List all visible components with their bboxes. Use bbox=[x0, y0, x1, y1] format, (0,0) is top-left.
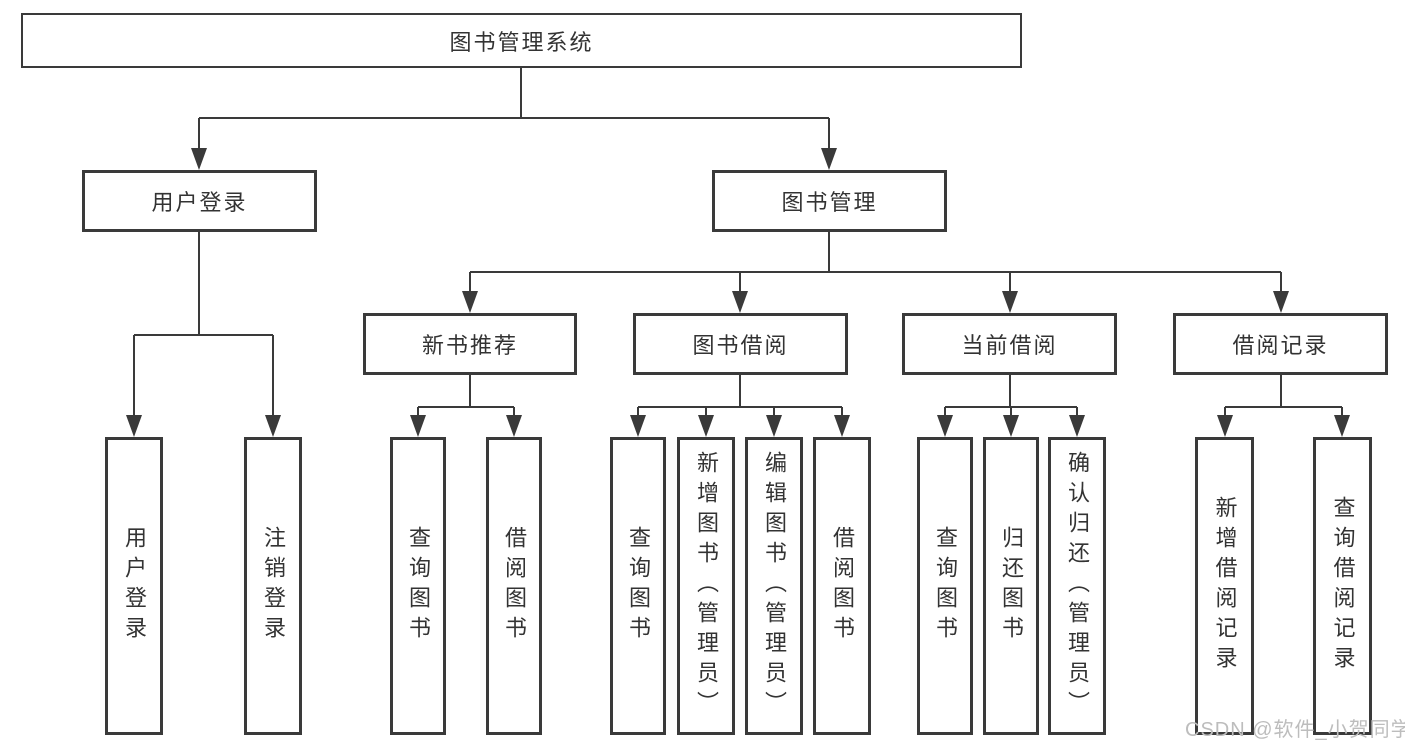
arrowheads bbox=[126, 148, 1350, 437]
leaf-edit-book-admin: 编辑图书（管理员） bbox=[745, 437, 803, 735]
node-label: 借阅记录 bbox=[1232, 333, 1329, 358]
leaf-label: 新增借阅记录 bbox=[1212, 496, 1238, 676]
leaf-add-book-admin: 新增图书（管理员） bbox=[677, 437, 735, 735]
csdn-watermark: CSDN @软件_小贺同学 bbox=[1185, 719, 1405, 741]
leaf-label: 查询借阅记录 bbox=[1330, 496, 1356, 676]
node-book-management: 图书管理 bbox=[712, 170, 947, 232]
leaf-query-books-recommend: 查询图书 bbox=[390, 437, 446, 735]
leaf-label: 新增图书（管理员） bbox=[694, 451, 719, 721]
leaf-query-books-current: 查询图书 bbox=[917, 437, 973, 735]
node-borrow-records: 借阅记录 bbox=[1173, 313, 1388, 375]
node-root: 图书管理系统 bbox=[21, 13, 1022, 68]
node-new-book-recommend: 新书推荐 bbox=[363, 313, 577, 375]
node-label: 图书借阅 bbox=[692, 333, 789, 358]
node-label: 当前借阅 bbox=[961, 333, 1058, 358]
leaf-return-book: 归还图书 bbox=[983, 437, 1039, 735]
leaf-logout: 注销登录 bbox=[244, 437, 302, 735]
leaf-label: 用户登录 bbox=[122, 526, 147, 646]
leaf-query-borrow-record: 查询借阅记录 bbox=[1313, 437, 1372, 735]
node-label: 用户登录 bbox=[151, 190, 248, 215]
leaf-user-login: 用户登录 bbox=[105, 437, 163, 735]
leaf-label: 注销登录 bbox=[261, 526, 286, 646]
node-current-borrow: 当前借阅 bbox=[902, 313, 1117, 375]
node-label: 图书管理 bbox=[781, 190, 878, 215]
leaf-label: 归还图书 bbox=[999, 526, 1024, 646]
node-book-borrow: 图书借阅 bbox=[633, 313, 848, 375]
leaf-label: 借阅图书 bbox=[502, 526, 527, 646]
leaf-label: 查询图书 bbox=[406, 526, 431, 646]
leaf-label: 查询图书 bbox=[933, 526, 958, 646]
leaf-add-borrow-record: 新增借阅记录 bbox=[1195, 437, 1254, 735]
leaf-label: 确认归还（管理员） bbox=[1065, 451, 1090, 721]
leaf-query-books-borrow: 查询图书 bbox=[610, 437, 666, 735]
leaf-label: 借阅图书 bbox=[830, 526, 855, 646]
node-label: 新书推荐 bbox=[421, 333, 518, 358]
node-user-login: 用户登录 bbox=[82, 170, 317, 232]
leaf-borrow-books: 借阅图书 bbox=[813, 437, 871, 735]
leaf-borrow-books-recommend: 借阅图书 bbox=[486, 437, 542, 735]
node-root-label: 图书管理系统 bbox=[449, 29, 594, 55]
leaf-label: 查询图书 bbox=[626, 526, 651, 646]
leaf-label: 编辑图书（管理员） bbox=[762, 451, 787, 721]
leaf-confirm-return-admin: 确认归还（管理员） bbox=[1048, 437, 1106, 735]
tree-edges bbox=[133, 68, 1343, 419]
